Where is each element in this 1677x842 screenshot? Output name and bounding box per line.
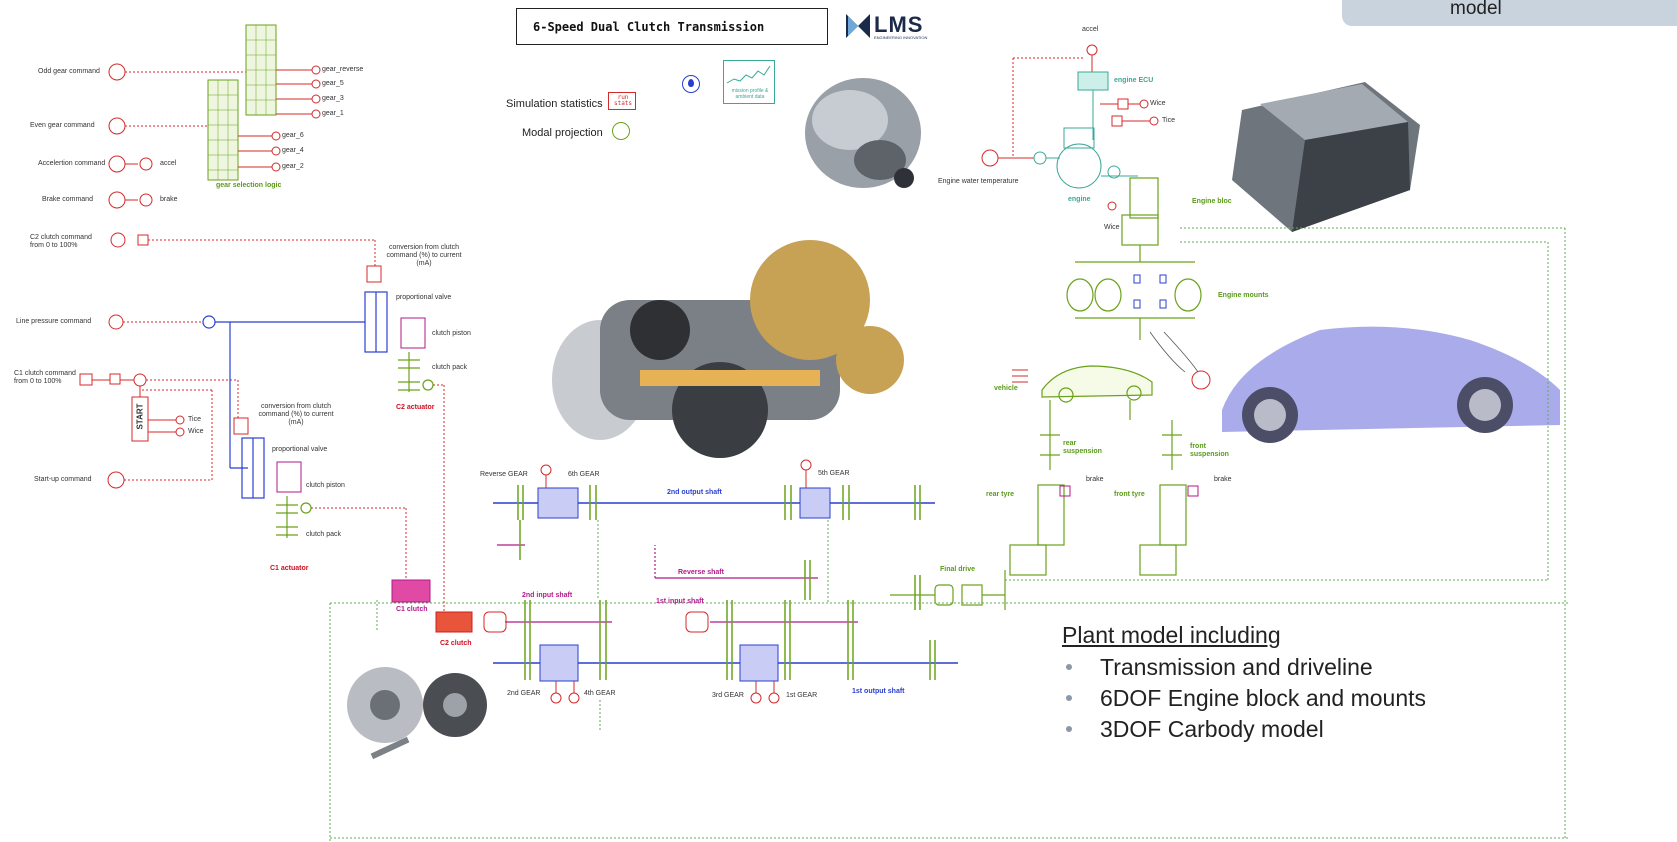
gear-5-label: gear_5	[322, 80, 344, 87]
front-tyre-label: front tyre	[1114, 491, 1145, 498]
gear-1-label: gear_1	[322, 110, 344, 117]
plant-model-item: Transmission and driveline	[1062, 652, 1426, 683]
engine-block-photo	[1232, 82, 1420, 232]
start-block-label: START	[136, 403, 145, 429]
c2-clutch-pack-label: clutch pack	[432, 364, 467, 371]
c2-clutch-label: C2 clutch	[440, 640, 472, 647]
c1-actuator-label: C1 actuator	[270, 565, 309, 572]
engine-wice-label: Wice	[1150, 100, 1166, 107]
car-photo	[1222, 327, 1560, 443]
plant-model-item-text: Transmission and driveline	[1100, 654, 1373, 680]
second-output-shaft-label: 2nd output shaft	[667, 489, 722, 496]
engine-accel-label: accel	[1082, 26, 1098, 33]
vehicle-label: vehicle	[994, 385, 1018, 392]
c2-clutch-piston-label: clutch piston	[432, 330, 471, 337]
gear-2-label: gear_2	[282, 163, 304, 170]
c2-conversion-label: conversion from clutch command (%) to cu…	[384, 244, 464, 268]
gear-elements	[518, 485, 935, 680]
plant-model-list: Transmission and driveline 6DOF Engine b…	[1062, 652, 1426, 745]
plant-model-heading: Plant model including	[1062, 622, 1426, 649]
first-gear-label: 1st GEAR	[786, 692, 817, 699]
fourth-gear-label: 4th GEAR	[584, 690, 616, 697]
engine-water-temperature-label: Engine water temperature	[938, 178, 1019, 185]
odd-gear-command-label: Odd gear command	[38, 68, 100, 75]
front-suspension-label: front suspension	[1190, 443, 1234, 459]
gear-6-label: gear_6	[282, 132, 304, 139]
reverse-shaft-label: Reverse shaft	[678, 569, 724, 576]
engine-tice-label: Tice	[1162, 117, 1175, 124]
engine-photo	[805, 78, 921, 188]
bullet-icon	[1066, 695, 1072, 701]
gearbox-photo	[552, 240, 904, 458]
c2-actuator-label: C2 actuator	[396, 404, 435, 411]
even-gear-command-label: Even gear command	[30, 122, 95, 129]
reverse-gear-label: Reverse GEAR	[480, 471, 528, 478]
rear-tyre-label: rear tyre	[986, 491, 1014, 498]
synchronizer-elements	[538, 488, 830, 681]
plant-model-item: 6DOF Engine block and mounts	[1062, 683, 1426, 714]
c1-clutch-piston-label: clutch piston	[306, 482, 345, 489]
engine-mounts-label: Engine mounts	[1218, 292, 1269, 299]
clutch-photo	[347, 667, 487, 759]
acceleration-command-label: Accelertion command	[38, 160, 105, 167]
wice-label: Wice	[188, 428, 204, 435]
rear-brake-label: brake	[1086, 476, 1104, 483]
plant-model-item: 3DOF Carbody model	[1062, 714, 1426, 745]
engine-bloc-label: Engine bloc	[1192, 198, 1232, 205]
second-input-shaft-label: 2nd input shaft	[522, 592, 572, 599]
engine-wice-bottom-label: Wice	[1104, 224, 1120, 231]
plant-model-item-text: 3DOF Carbody model	[1100, 716, 1324, 742]
c2-clutch-command-label: C2 clutch command from 0 to 100%	[30, 234, 96, 250]
c1-proportional-valve-label: proportional valve	[272, 446, 327, 453]
line-pressure-command-label: Line pressure command	[16, 318, 91, 325]
tice-label: Tice	[188, 416, 201, 423]
plant-model-note: Plant model including Transmission and d…	[1062, 622, 1426, 745]
startup-command-label: Start-up command	[34, 476, 92, 483]
c1-clutch-command-label: C1 clutch command from 0 to 100%	[14, 370, 76, 386]
bullet-icon	[1066, 664, 1072, 670]
engine-ecu-block	[1078, 72, 1108, 90]
c2-proportional-valve-label: proportional valve	[396, 294, 451, 301]
bullet-icon	[1066, 726, 1072, 732]
accel-output-label: accel	[160, 160, 176, 167]
final-drive-label: Final drive	[940, 566, 975, 573]
c1-conversion-label: conversion from clutch command (%) to cu…	[256, 403, 336, 427]
sixth-gear-label: 6th GEAR	[568, 471, 600, 478]
third-gear-label: 3rd GEAR	[712, 692, 744, 699]
plant-model-item-text: 6DOF Engine block and mounts	[1100, 685, 1426, 711]
c1-clutch-pack-label: clutch pack	[306, 531, 341, 538]
engine-label: engine	[1068, 196, 1091, 203]
second-gear-label: 2nd GEAR	[507, 690, 540, 697]
first-input-shaft-label: 1st input shaft	[656, 598, 704, 605]
engine-ecu-label: engine ECU	[1114, 77, 1153, 84]
rear-suspension-label: rear suspension	[1063, 440, 1103, 456]
gear-selection-logic-label: gear selection logic	[216, 182, 281, 189]
brake-output-label: brake	[160, 196, 178, 203]
brake-command-label: Brake command	[42, 196, 93, 203]
first-output-shaft-label: 1st output shaft	[852, 688, 905, 695]
gear-reverse-label: gear_reverse	[322, 66, 363, 73]
front-brake-label: brake	[1214, 476, 1232, 483]
gear-4-label: gear_4	[282, 147, 304, 154]
gear-3-label: gear_3	[322, 95, 344, 102]
c1-clutch-label: C1 clutch	[396, 606, 428, 613]
fifth-gear-label: 5th GEAR	[818, 470, 850, 477]
